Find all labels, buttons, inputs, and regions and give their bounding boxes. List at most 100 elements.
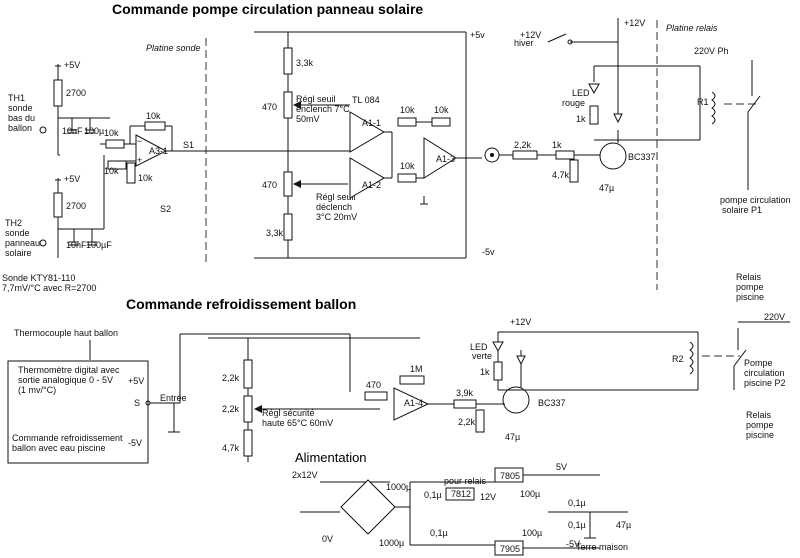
sensor-note-1: Sonde KTY81-110 — [2, 273, 75, 283]
r10k3-label: 10k — [146, 111, 161, 121]
cool-r39k: 3,9k — [456, 388, 474, 398]
r33ka-label: 3,3k — [296, 58, 314, 68]
th2-line4: solaire — [5, 248, 32, 258]
bc337-label: BC337 — [628, 152, 656, 162]
main-title: Commande pompe circulation panneau solai… — [112, 1, 423, 17]
r10k5-label: 10k — [400, 105, 415, 115]
relay-board-label: Platine relais — [666, 23, 718, 33]
cool-r1m: 1M — [410, 364, 423, 374]
thr-on-1: Régl seuil — [296, 94, 336, 104]
opamp-a13-stage: 10k 10k 10k A1-3 — [397, 105, 500, 205]
r10k7-label: 10k — [400, 161, 415, 171]
th2-connector — [39, 239, 47, 247]
cool-r1k-led: 1k — [480, 367, 490, 377]
opamp-a1-3 — [423, 137, 457, 179]
c01d: 0,1µ — [568, 520, 586, 530]
digital-thermometer — [7, 360, 149, 464]
c10na-label: 10nF — [62, 126, 83, 136]
led-red-label: LED — [572, 88, 590, 98]
resistor-2700-b — [53, 192, 63, 218]
pump1-label1: pompe circulation — [720, 195, 791, 205]
cool-r22ka: 2,2k — [222, 373, 240, 383]
thermo-text-1: Thermomètre digital avec — [18, 365, 120, 375]
thermo-text-3: (1 mv/°C) — [18, 385, 56, 395]
led-green-label2: verte — [472, 351, 492, 361]
power-supply: 2x12V 0V 1000µ 0,1µ 1000µ 0,1µ pour rela… — [292, 462, 631, 556]
out12-label: 12V — [480, 492, 496, 502]
opamp-a1-1 — [349, 111, 385, 153]
relay-pompe-3: piscine — [736, 292, 764, 302]
c47u-label: 47µ — [599, 183, 614, 193]
sensor-board-label: Platine sonde — [146, 43, 201, 53]
for-relay: pour relais — [444, 476, 487, 486]
driver-stage-2: 3,9k 2,2k 47µ BC337 — [453, 350, 566, 442]
led-red-label2: rouge — [562, 98, 585, 108]
cooling-cmd-2: ballon avec eau piscine — [12, 443, 106, 453]
thermo-text-2: sortie analogique 0 - 5V — [18, 375, 113, 385]
v5-label: 5V — [556, 462, 567, 472]
diff-amp-a3: 10k 10k 10k 10k A3-1 − + S1 S2 — [100, 111, 350, 214]
power-title: Alimentation — [295, 450, 367, 465]
security-2: haute 65°C 60mV — [262, 418, 333, 428]
c100ub-label: 100µF — [86, 240, 112, 250]
a3-label: A3-1 — [149, 146, 168, 156]
opamp-a1-2 — [349, 157, 385, 199]
cool-r470: 470 — [366, 380, 381, 390]
sensor-th1: TH1 sonde bas du ballon +5V 2700 10nF 10… — [8, 60, 110, 156]
driver-stage-1: 2,2k 1k 4,7k 47µ BC337 — [499, 130, 656, 193]
reg7905-label: 7905 — [500, 544, 520, 554]
cool-r22kb: 2,2k — [222, 404, 240, 414]
relay-stage-2: +12V LED verte 1k R2 Relais pompe piscin… — [470, 272, 790, 440]
rail-p5-2: +5V — [64, 174, 80, 184]
cooling-cmd-1: Commande refroidissement — [12, 433, 123, 443]
th1-line4: ballon — [8, 123, 32, 133]
th1-line3: bas du — [8, 113, 35, 123]
relay-r2-label: R2 — [672, 354, 684, 364]
r22k-label: 2,2k — [514, 140, 532, 150]
thermocouple-label: Thermocouple haut ballon — [14, 328, 118, 338]
thermo-s: S — [134, 398, 140, 408]
resistor-2700-a — [53, 79, 63, 107]
thr-off-3: 3°C 20mV — [316, 212, 357, 222]
transistor-bc337-2 — [502, 386, 530, 414]
c1000b: 1000µ — [379, 538, 404, 548]
hiver-label: hiver — [514, 38, 534, 48]
s2-label: S2 — [160, 204, 171, 214]
r10k6-label: 10k — [434, 105, 449, 115]
relay-stage-1: +12V +12V hiver LED rouge 1k R1 220V Ph … — [514, 18, 791, 215]
opamp-a3 — [135, 134, 168, 167]
rail-p12w-label: +12V — [520, 30, 541, 40]
r2700b-label: 2700 — [66, 201, 86, 211]
cool-c47u: 47µ — [505, 432, 520, 442]
r33kb-label: 3,3k — [266, 228, 284, 238]
sensor-th2: TH2 sonde panneau solaire +5V 2700 10nF … — [5, 155, 112, 258]
r47k-label: 4,7k — [552, 170, 570, 180]
reg7805-label: 7805 — [500, 471, 520, 481]
tl084-label: TL 084 — [352, 95, 380, 105]
svg-text:+: + — [137, 155, 142, 165]
relay-pompe-2: pompe — [736, 282, 764, 292]
th1-connector — [39, 126, 47, 134]
opamp-a14-stage: 470 1M A1-4 — [364, 364, 505, 421]
r1k-led-label: 1k — [576, 114, 586, 124]
thr-off-2: déclench — [316, 202, 352, 212]
cool-r22kc: 2,2k — [458, 417, 476, 427]
cooling-title: Commande refroidissement ballon — [126, 296, 356, 312]
relay-pompe-1: Relais — [736, 272, 762, 282]
thr-on-3: 50mV — [296, 114, 320, 124]
c01c: 0,1µ — [568, 498, 586, 508]
r10k2-label: 10k — [104, 166, 119, 176]
pump1-label2: solaire P1 — [722, 205, 762, 215]
safety-divider: 2,2k 2,2k 4,7k Régl sécurité haute 65°C … — [208, 337, 420, 462]
s1-label: S1 — [183, 140, 194, 150]
th2-line2: sonde — [5, 228, 30, 238]
thermo-p5v: +5V — [128, 376, 144, 386]
relay-r1-coil — [711, 91, 716, 125]
a12-label: A1-2 — [362, 180, 381, 190]
pompe-p2-3: piscine P2 — [744, 378, 786, 388]
svg-text:−: − — [137, 136, 142, 146]
th2-label: TH2 — [5, 218, 22, 228]
c01a: 0,1µ — [424, 490, 442, 500]
power-0v-label: 0V — [322, 534, 333, 544]
